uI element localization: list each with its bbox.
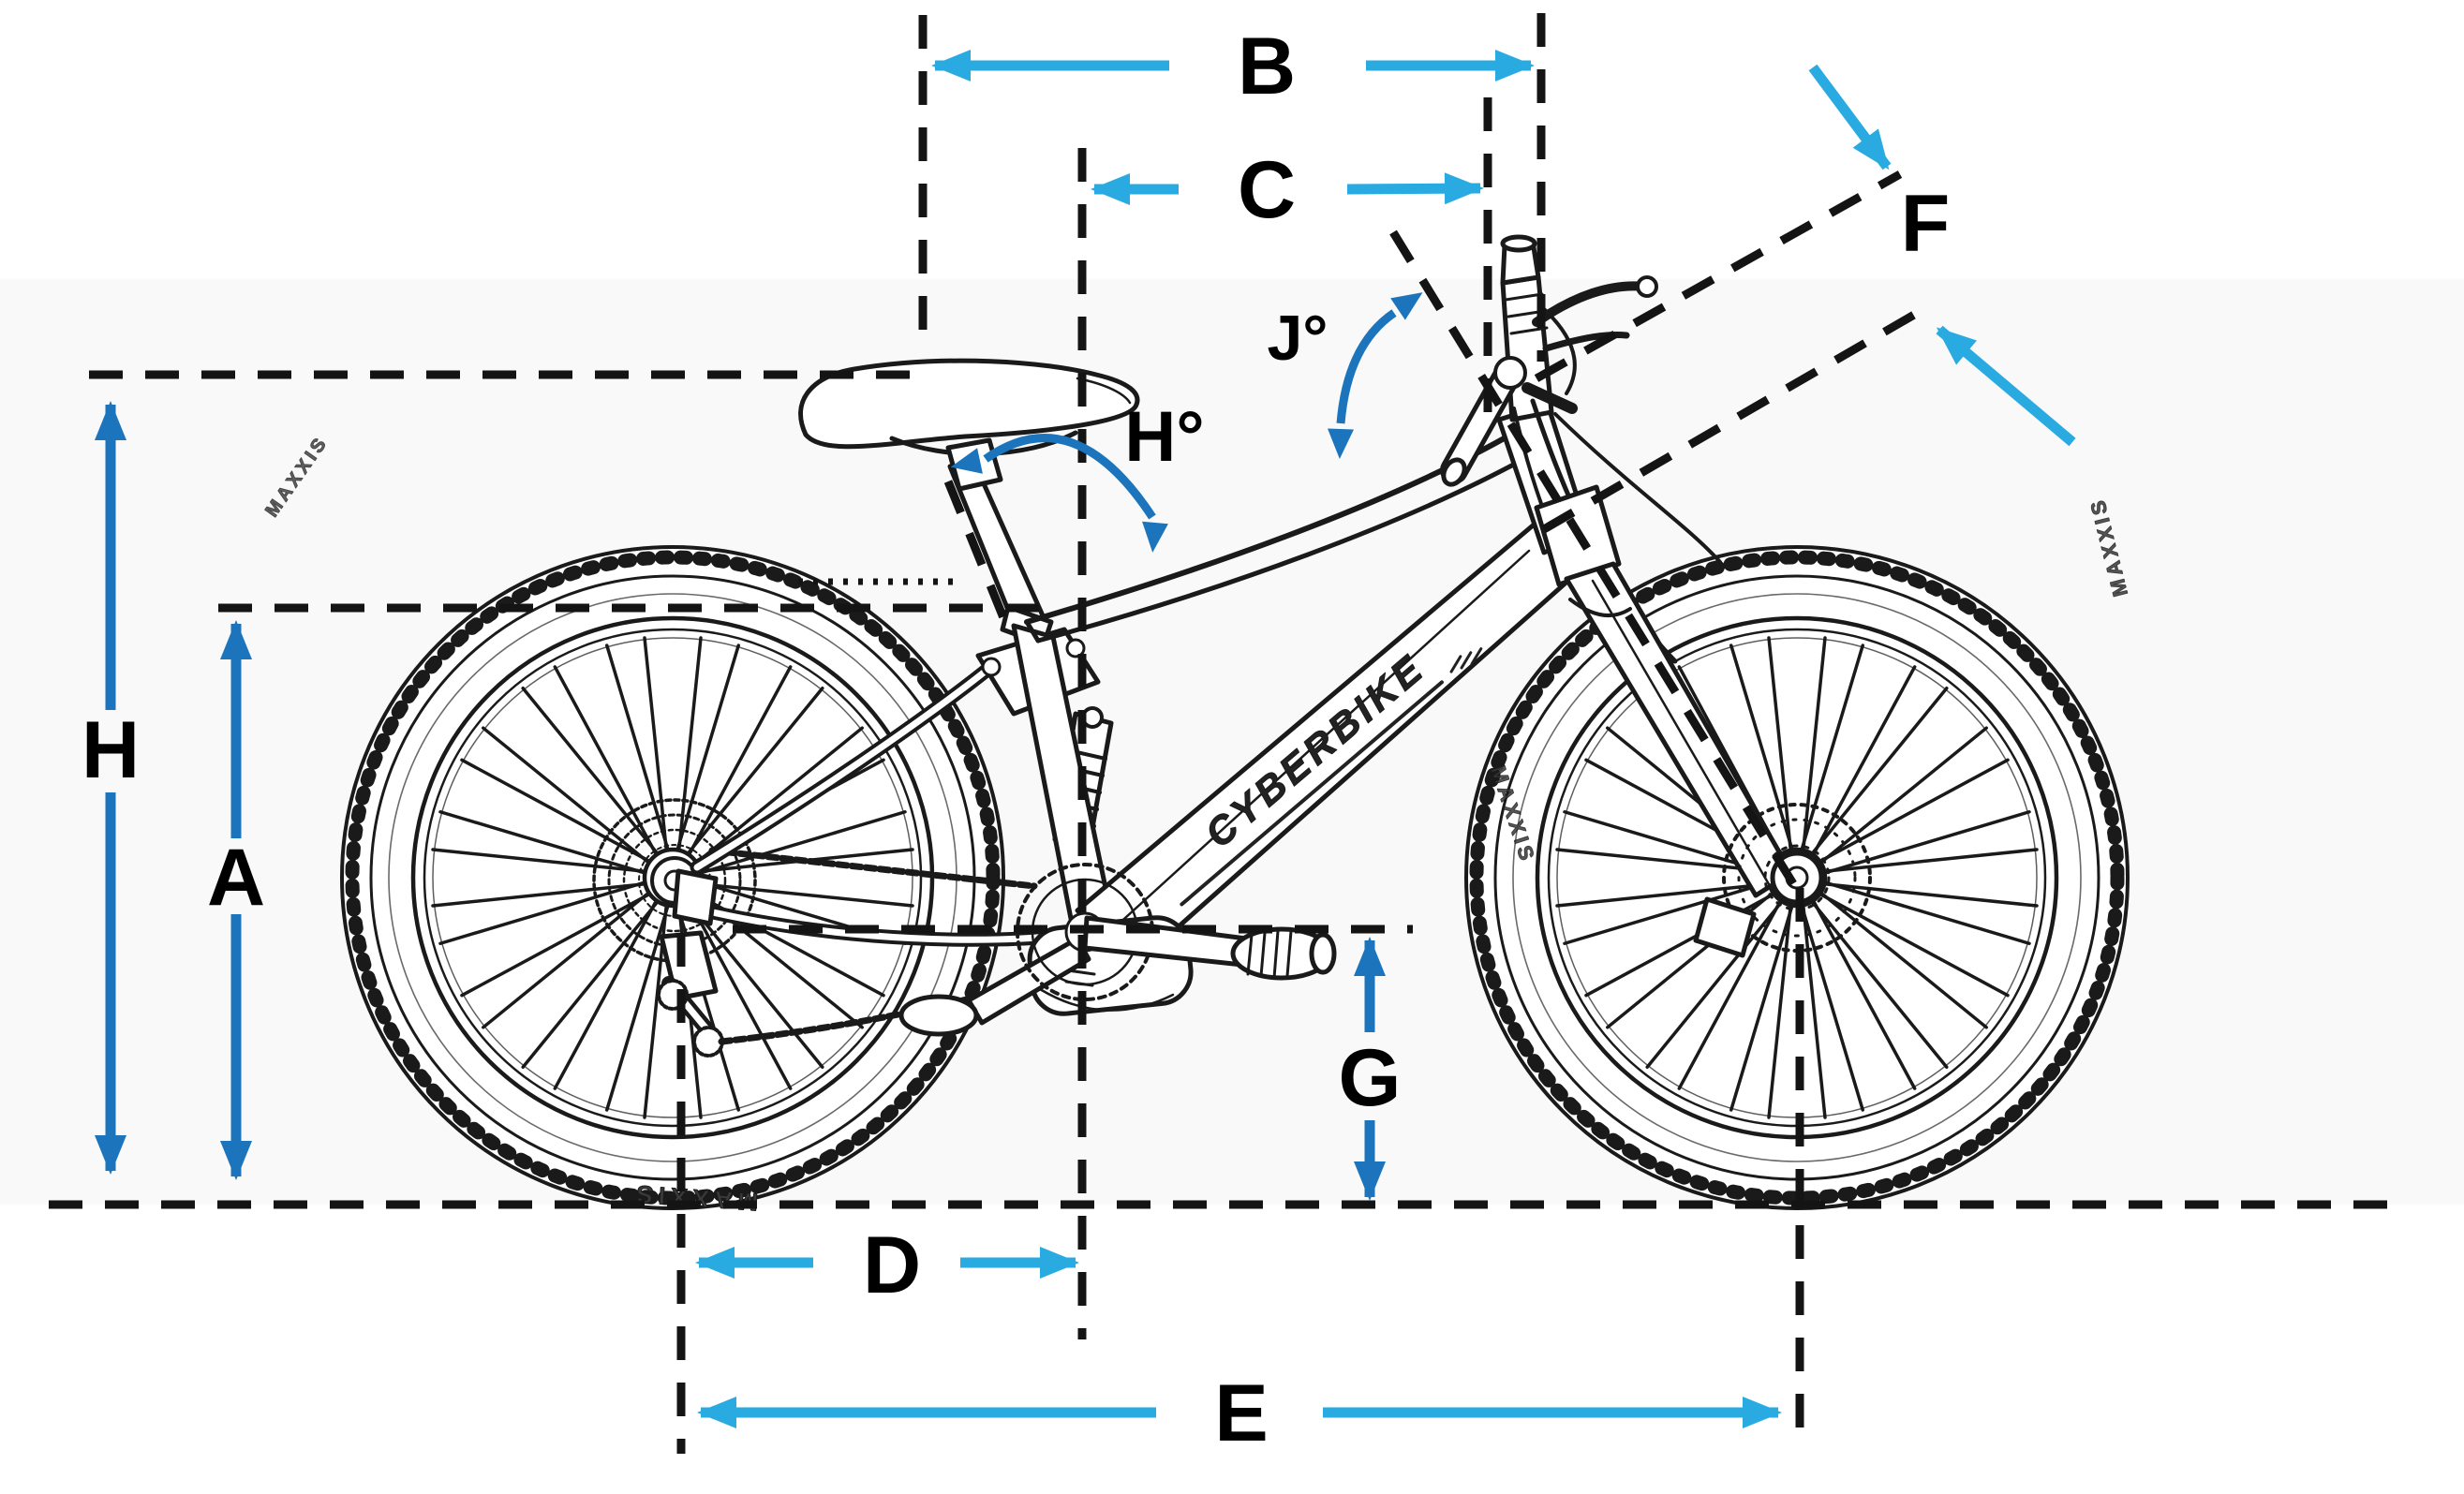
label-E: E <box>1214 1368 1268 1458</box>
label-H-angle: H° <box>1124 397 1204 477</box>
front-disc-brake <box>1693 803 1872 958</box>
seat-tube-axis-line <box>943 480 1009 622</box>
stack-line-lower <box>1541 301 1935 533</box>
seat-angle-arc <box>947 434 1168 555</box>
stack-line-upper <box>1534 170 1903 382</box>
label-C: C <box>1238 145 1296 235</box>
label-A: A <box>207 833 265 923</box>
steering-axis-line <box>1389 229 1801 893</box>
label-F: F <box>1901 179 1951 269</box>
rear-triangle <box>672 648 1074 947</box>
handlebar <box>1440 275 1658 487</box>
head-angle-arc <box>1326 281 1431 460</box>
label-B: B <box>1238 22 1296 111</box>
label-D: D <box>863 1220 921 1310</box>
label-H: H <box>82 705 140 795</box>
label-J-angle: J° <box>1267 303 1328 374</box>
label-G: G <box>1339 1033 1402 1123</box>
cassette-derailleur <box>592 798 757 1058</box>
dimension-labels: B C F J° H° H A D E G <box>82 22 1950 1458</box>
dim-C <box>1091 172 1484 205</box>
dimension-arrows <box>95 50 2076 1428</box>
construction-lines <box>49 13 2398 1454</box>
saddle <box>798 358 1140 492</box>
dim-F <box>1808 64 2076 447</box>
